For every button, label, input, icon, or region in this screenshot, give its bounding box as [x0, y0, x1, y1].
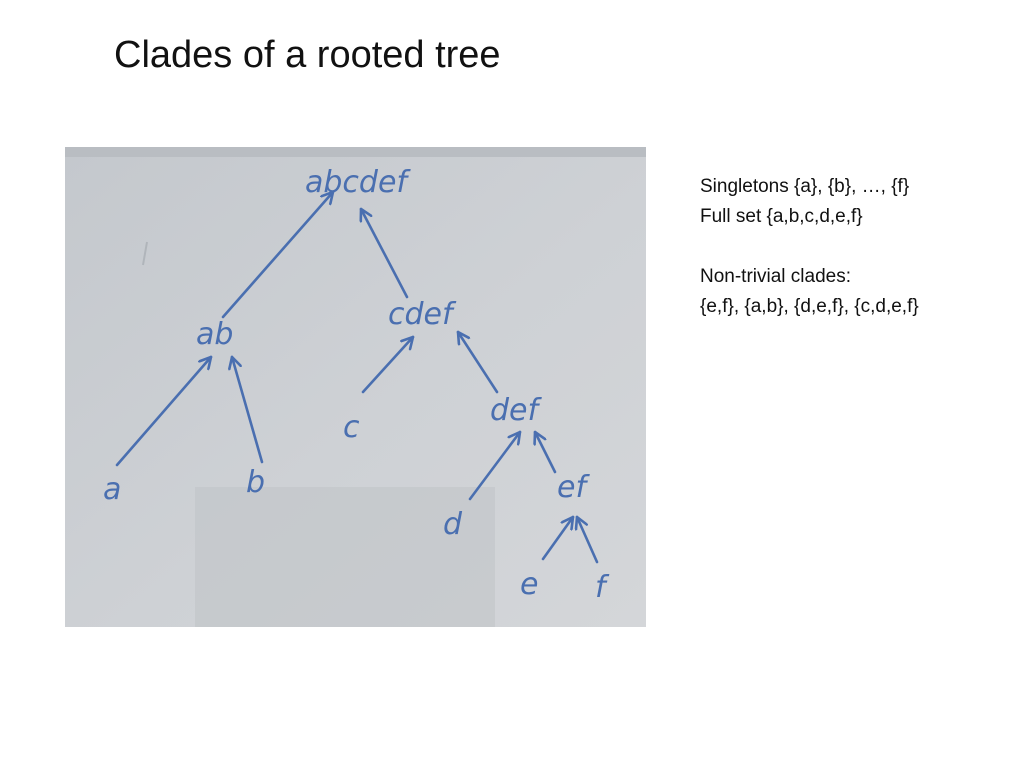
edge-ab-to-root	[221, 190, 335, 319]
edge-c-to-cdef	[361, 335, 415, 394]
edge-a-to-ab	[115, 355, 213, 467]
edge-b-to-ab	[232, 355, 264, 464]
node-cdef: cdef	[388, 297, 457, 332]
edge-d-to-def	[468, 430, 522, 501]
edge-e-to-ef	[541, 515, 575, 561]
nontrivial-heading: Non-trivial clades:	[700, 266, 851, 287]
node-ab: ab	[196, 317, 233, 352]
whiteboard-top-edge	[65, 147, 646, 157]
node-ef: ef	[557, 470, 590, 505]
full-set-text: Full set {a,b,c,d,e,f}	[700, 206, 863, 227]
node-b: b	[246, 465, 265, 500]
edge-ef-to-def	[535, 430, 557, 474]
whiteboard-photo: abcdef ab cdef def ef a b c d e f	[65, 147, 646, 627]
singletons-text: Singletons {a}, {b}, …, {f}	[700, 176, 910, 197]
node-e: e	[520, 567, 538, 602]
slide-title: Clades of a rooted tree	[114, 34, 501, 76]
clade-notes: Singletons {a}, {b}, …, {f} Full set {a,…	[700, 172, 1010, 322]
node-a: a	[103, 472, 121, 507]
node-c: c	[343, 410, 360, 445]
node-root: abcdef	[305, 165, 411, 200]
node-def: def	[490, 393, 543, 428]
notes-spacer	[700, 232, 1010, 262]
edge-f-to-ef	[577, 515, 599, 564]
edge-def-to-cdef	[456, 330, 499, 394]
edge-cdef-to-root	[361, 207, 409, 299]
nontrivial-list: {e,f}, {a,b}, {d,e,f}, {c,d,e,f}	[700, 296, 919, 317]
lower-shadow	[195, 487, 495, 627]
faint-mark	[142, 241, 148, 266]
node-d: d	[443, 507, 463, 542]
